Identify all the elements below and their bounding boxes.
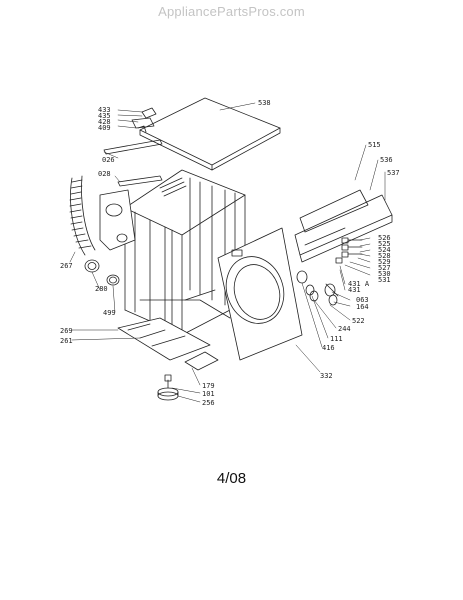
leader-lines — [69, 102, 386, 403]
front-panel — [217, 227, 303, 361]
part-label-280: 280 — [95, 285, 108, 293]
part-label-526: 526 — [378, 234, 391, 242]
part-label-261: 261 — [60, 337, 73, 345]
part-label-179: 179 — [202, 382, 215, 390]
part-label-267: 267 — [60, 262, 73, 270]
base-plate — [117, 317, 211, 361]
part-label-537: 537 — [387, 169, 400, 177]
part-label-529: 529 — [378, 258, 391, 266]
part-label-063: 063 — [356, 296, 369, 304]
part-label-244: 244 — [338, 325, 351, 333]
cabinet-body — [124, 169, 246, 336]
top-cover-panel — [139, 97, 281, 171]
part-label-530: 530 — [378, 270, 391, 278]
part-label-531: 531 — [378, 276, 391, 284]
part-label-269: 269 — [60, 327, 73, 335]
part-label-499: 499 — [103, 309, 116, 317]
adjustable-foot — [157, 374, 179, 401]
part-label-332: 332 — [320, 372, 333, 380]
part-label-435: 435 — [98, 112, 111, 120]
part-label-111: 111 — [330, 335, 343, 343]
part-label-431a: 431 A — [348, 280, 370, 288]
selector-switches — [335, 237, 363, 264]
part-label-028: 028 — [98, 170, 111, 178]
site-watermark: AppliancePartsPros.com — [158, 4, 305, 19]
part-label-026: 026 — [102, 156, 115, 164]
control-panel — [294, 189, 393, 263]
part-label-409: 409 — [98, 124, 111, 132]
part-label-528: 528 — [378, 252, 391, 260]
part-number-labels: 433 435 428 409 026 028 267 280 499 269 … — [60, 99, 400, 407]
part-label-416: 416 — [322, 344, 335, 352]
kick-plate — [184, 351, 219, 371]
part-label-431: 431 — [348, 286, 361, 294]
part-label-525: 525 — [378, 240, 391, 248]
part-label-428: 428 — [98, 118, 111, 126]
top-bracket-parts — [103, 107, 163, 187]
part-label-527: 527 — [378, 264, 391, 272]
rear-duct-assembly — [69, 175, 136, 256]
door-hardware — [296, 270, 339, 306]
part-label-433: 433 — [98, 106, 111, 114]
part-label-538: 538 — [258, 99, 271, 107]
hose-connector — [84, 259, 100, 273]
rear-ring — [106, 274, 120, 286]
part-label-515: 515 — [368, 141, 381, 149]
part-label-164: 164 — [356, 303, 369, 311]
page-number: 4/08 — [216, 470, 247, 487]
part-label-101: 101 — [202, 390, 215, 398]
part-label-524: 524 — [378, 246, 391, 254]
part-label-256: 256 — [202, 399, 215, 407]
part-label-522: 522 — [352, 317, 365, 325]
part-label-536: 536 — [380, 156, 393, 164]
